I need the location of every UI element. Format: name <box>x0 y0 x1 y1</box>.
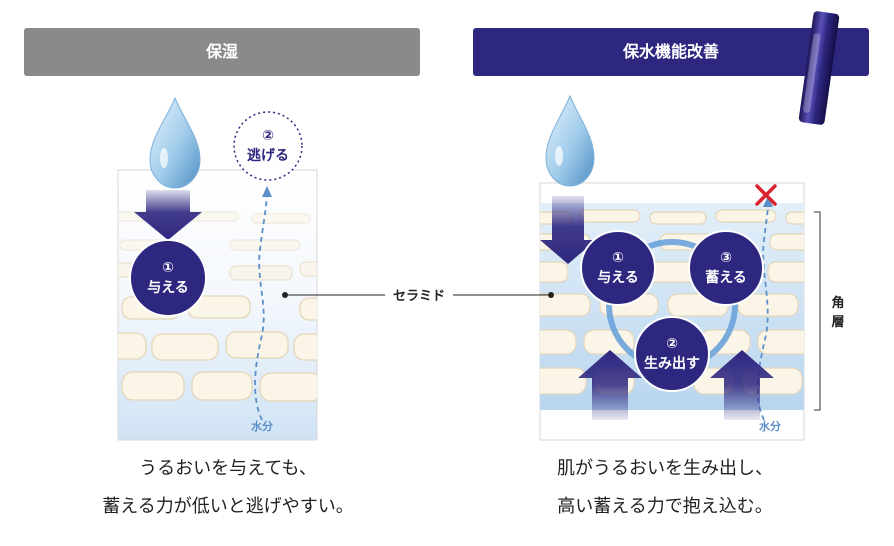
right-water-droplet-icon <box>545 94 595 187</box>
right-step-produce-number: ② <box>666 336 678 352</box>
header-moisturize: 保湿 <box>24 28 420 76</box>
left-droplet-highlight <box>160 148 168 168</box>
blocked-cross-icon <box>755 184 777 206</box>
left-step-escape: ② 逃げる <box>233 111 303 181</box>
left-step-give-label: 与える <box>147 280 189 296</box>
right-step-store-label: 蓄える <box>705 269 747 286</box>
left-step-give-number: ① <box>162 260 174 276</box>
right-step-produce: ② 生み出す <box>634 316 710 392</box>
stratum-bracket <box>814 211 821 411</box>
right-water-label: 水分 <box>759 419 781 433</box>
left-give-arrow <box>134 190 202 240</box>
right-caption-line-2: 高い蓄える力で抱え込む。 <box>557 496 773 517</box>
left-water-arrowhead <box>262 186 272 197</box>
right-step-store-number: ③ <box>720 250 732 266</box>
right-water-arrowhead <box>763 196 773 207</box>
right-caption: 肌がうるおいを生み出し、 高い蓄える力で抱え込む。 <box>455 450 875 526</box>
left-caption-line-2: 蓄える力が低いと逃げやすい。 <box>102 496 354 517</box>
left-water-droplet-icon <box>149 96 201 189</box>
right-produce-arrow-left <box>578 350 642 420</box>
right-step-store: ③ 蓄える <box>688 230 764 306</box>
ceramide-label: セラミド <box>393 289 445 304</box>
stratum-label-char-2: 層 <box>831 315 844 330</box>
right-produce-arrow-right <box>710 350 774 420</box>
left-step-give: ① 与える <box>129 239 207 317</box>
left-water-label: 水分 <box>251 419 273 433</box>
right-caption-line-1: 肌がうるおいを生み出し、 <box>557 458 773 479</box>
right-step-give: ① 与える <box>580 230 656 306</box>
left-step-escape-number: ② <box>262 128 274 144</box>
right-skin-section <box>539 182 805 441</box>
left-water-escape-path <box>254 194 268 421</box>
stratum-label-char-1: 角 <box>831 295 844 311</box>
right-step-give-label: 与える <box>597 270 639 286</box>
left-caption-line-1: うるおいを与えても、 <box>139 458 317 479</box>
right-step-give-number: ① <box>612 250 624 266</box>
product-bottle-icon <box>798 11 840 125</box>
right-give-arrow <box>540 196 596 264</box>
left-skin-section <box>117 169 318 441</box>
right-droplet-highlight <box>555 146 563 166</box>
left-step-escape-label: 逃げる <box>247 147 289 164</box>
header-water-retention: 保水機能改善 <box>473 28 869 76</box>
left-caption: うるおいを与えても、 蓄える力が低いと逃げやすい。 <box>18 450 438 526</box>
right-step-produce-label: 生み出す <box>644 355 700 372</box>
